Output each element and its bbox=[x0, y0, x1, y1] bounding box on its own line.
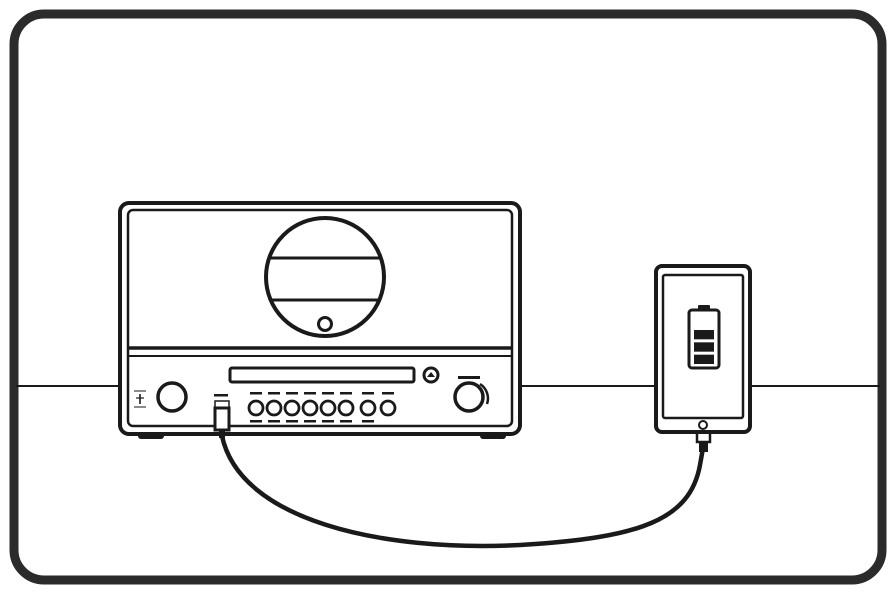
control-button bbox=[359, 392, 377, 423]
control-button bbox=[283, 392, 301, 423]
left-knob bbox=[156, 381, 188, 413]
cable-line bbox=[219, 433, 706, 549]
cd-slot bbox=[228, 366, 416, 384]
control-button bbox=[247, 392, 265, 423]
usb-plug-phone-collar bbox=[699, 440, 708, 452]
control-buttons bbox=[247, 392, 397, 423]
radio-body-inner bbox=[126, 208, 514, 428]
battery-bar bbox=[694, 330, 714, 340]
volume-label-mark bbox=[458, 376, 480, 379]
battery-charging-icon bbox=[687, 305, 721, 370]
battery-level bbox=[694, 330, 714, 364]
control-button bbox=[301, 392, 319, 423]
eject-icon bbox=[427, 372, 435, 377]
usb-port-label bbox=[214, 394, 228, 397]
speaker-circle bbox=[264, 216, 386, 338]
control-button bbox=[379, 392, 397, 417]
control-button bbox=[319, 392, 337, 423]
battery-bar bbox=[694, 354, 714, 364]
battery-bar bbox=[694, 342, 714, 352]
volume-arc bbox=[479, 382, 490, 405]
phone-home-button bbox=[698, 420, 708, 430]
control-button bbox=[337, 392, 355, 423]
standby-icon bbox=[134, 390, 146, 408]
speaker-knob bbox=[317, 316, 333, 332]
smartphone-icon bbox=[654, 264, 752, 434]
volume-knob bbox=[453, 381, 485, 413]
radio-cd-player-icon bbox=[118, 201, 522, 439]
usb-plug-radio bbox=[213, 406, 231, 432]
control-button bbox=[265, 392, 283, 423]
